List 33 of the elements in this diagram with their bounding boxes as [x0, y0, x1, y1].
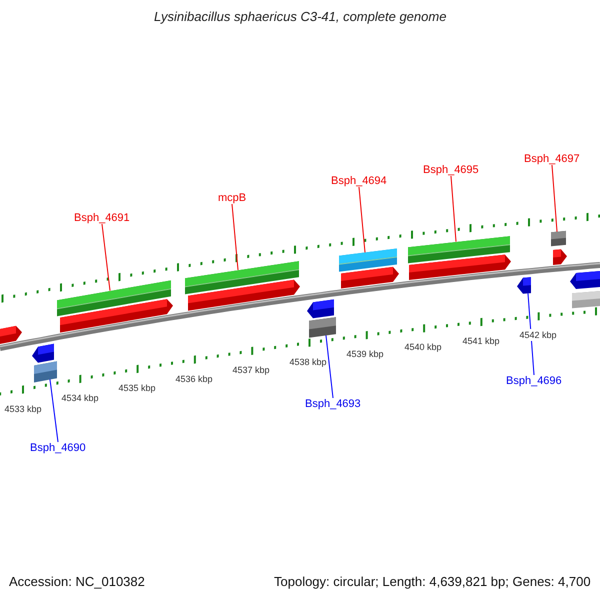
gene-box [34, 361, 57, 382]
footer-text: Topology: circular; Length: 4,639,821 bp; Genes: 4,700 [274, 576, 591, 588]
gene-bar [408, 236, 510, 264]
footer-text: Accession: NC_010382 [9, 576, 145, 588]
tick-label: 4540 kbp [404, 341, 442, 354]
gene-label: mcpB [218, 192, 246, 204]
tick-label: 4537 kbp [232, 364, 270, 376]
gene-label: Bsph_4691 [74, 212, 130, 224]
gene-label: Bsph_4696 [506, 375, 562, 387]
gene-bar [339, 248, 397, 272]
tick-label: 4536 kbp [176, 372, 213, 385]
tick-label: 4533 kbp [4, 402, 42, 415]
tick-label: 4542 kbp [520, 329, 557, 342]
gene-bar [57, 280, 171, 316]
title: Lysinibacillus sphaericus C3-41, complete genome [154, 11, 446, 23]
gene-label: Bsph_4693 [305, 398, 361, 410]
gene-bar [185, 261, 299, 294]
tick-label: 4535 kbp [118, 382, 156, 394]
tick-label: 4534 kbp [62, 392, 99, 404]
leader-line [552, 164, 558, 232]
gene-box [551, 230, 566, 246]
gene-label: Bsph_4694 [331, 175, 387, 187]
leader-line [232, 204, 238, 270]
gene-label: Bsph_4690 [30, 442, 86, 454]
leader-line [358, 186, 366, 253]
tick-label: 4538 kbp [290, 356, 327, 368]
gene-label: Bsph_4697 [524, 153, 580, 165]
gene-label: Bsph_4695 [423, 164, 479, 176]
tick-label: 4539 kbp [346, 348, 384, 360]
gene-feature [517, 277, 531, 294]
tick-label: 4541 kbp [462, 335, 500, 348]
leader-line [50, 378, 58, 442]
gene-box [309, 317, 336, 338]
